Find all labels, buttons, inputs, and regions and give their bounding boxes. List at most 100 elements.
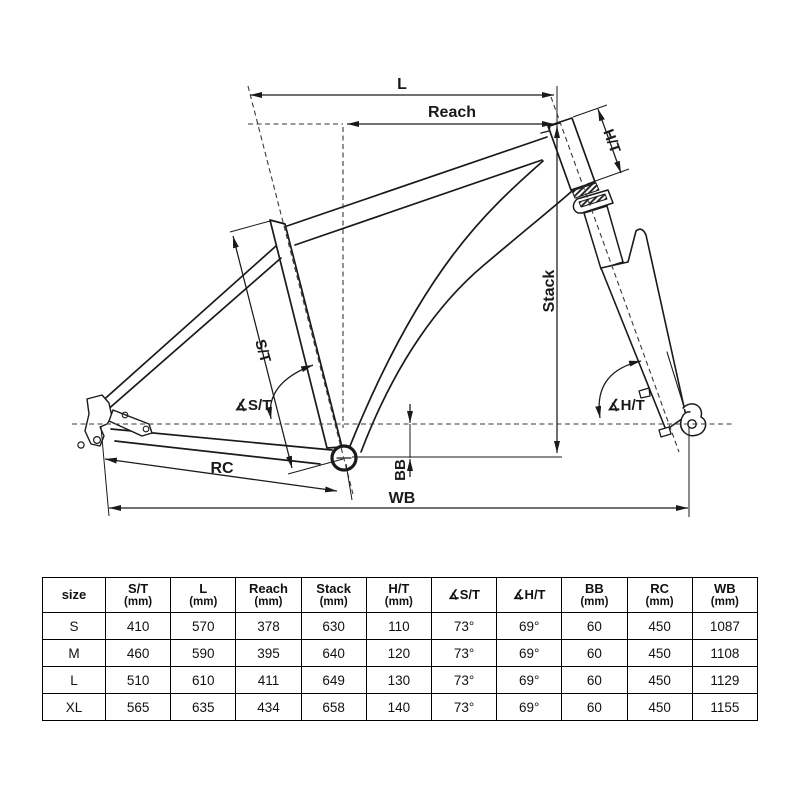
cell-2-9: 450 [626,666,693,694]
label-bb: BB [392,459,409,481]
col-header-3: Reach(mm) [235,577,302,613]
cell-1-8: 60 [561,639,628,667]
rc-ext-bb [345,463,353,501]
cell-0-3: 378 [235,612,302,640]
steering-axis [550,96,680,453]
label-l: L [397,76,407,93]
arc-seat-angle [266,364,314,420]
cell-3-1: 565 [104,693,172,721]
seat-stay-upper [98,245,277,405]
seat-stay-lower [104,257,282,413]
col-header-2: L(mm) [170,577,237,613]
cell-0-6: 73° [430,612,498,640]
construction-lines [72,85,732,495]
cell-3-3: 434 [235,693,302,721]
col-header-7: ∡H/T [496,577,563,613]
cell-2-1: 510 [104,666,172,694]
bike-geometry-diagram: L Reach H/T Stack S/T ∡S/T ∡H/T BB RC WB [72,76,732,517]
cell-0-2: 570 [170,612,237,640]
arc-head-angle [595,360,642,419]
label-wb: WB [389,490,416,507]
down-tube-upper [349,160,544,447]
cell-0-10: 1087 [691,612,759,640]
headset-top-cap [540,122,561,134]
brake-tab-upper [638,387,651,399]
col-header-8: BB(mm) [561,577,628,613]
col-header-6: ∡S/T [430,577,498,613]
cell-1-5: 120 [365,639,432,667]
cell-1-6: 73° [430,639,498,667]
cell-1-9: 450 [626,639,693,667]
label-ht: H/T [599,127,623,156]
fork-lowers [600,228,687,431]
seat-tube-axis [247,85,354,495]
cell-0-5: 110 [365,612,432,640]
cell-0-9: 450 [626,612,693,640]
derailleur-hanger-hole [92,436,101,445]
cell-3-4: 658 [300,693,367,721]
crown-race [578,193,608,208]
ht-ext-top [572,104,608,118]
cell-0-1: 410 [104,612,172,640]
brake-bolt-2 [142,425,150,433]
cell-2-8: 60 [561,666,628,694]
cell-0-8: 60 [561,612,628,640]
axle-nut [77,441,85,449]
cell-3-10: 1155 [691,693,759,721]
label-rc: RC [210,460,234,477]
cell-3-2: 635 [170,693,237,721]
cell-2-0: L [42,666,106,694]
dim-rc [104,457,338,493]
dimension-lines [100,86,690,517]
col-header-1: S/T(mm) [104,577,172,613]
cell-0-4: 630 [300,612,367,640]
col-header-5: H/T(mm) [365,577,432,613]
cell-2-3: 411 [235,666,302,694]
cell-0-0: S [42,612,106,640]
cell-2-7: 69° [496,666,563,694]
cell-1-3: 395 [235,639,302,667]
brake-tab-lower [658,426,672,438]
cell-1-2: 590 [170,639,237,667]
col-header-9: RC(mm) [626,577,693,613]
cell-3-0: XL [42,693,106,721]
cell-3-8: 60 [561,693,628,721]
cell-2-5: 130 [365,666,432,694]
dim-ht [597,108,622,174]
cell-1-7: 69° [496,639,563,667]
rc-ext-rear [100,426,110,517]
top-tube-upper [286,136,548,227]
seat-tube [269,219,343,449]
cell-3-6: 73° [430,693,498,721]
brake-mount-plate [108,409,153,437]
ht-ext-bottom [586,168,630,185]
cell-1-1: 460 [104,639,172,667]
label-reach: Reach [428,104,476,121]
cell-3-9: 450 [626,693,693,721]
fork-drawing [571,182,707,438]
down-tube-lower [360,190,573,453]
label-stack: Stack [541,270,558,313]
dim-st [232,235,293,469]
cell-3-5: 140 [365,693,432,721]
label-seat-angle: ∡S/T [235,397,272,414]
rear-dropout [84,394,113,447]
cell-2-4: 649 [300,666,367,694]
st-ext-top [229,220,271,233]
cell-2-10: 1129 [691,666,759,694]
cell-3-7: 69° [496,693,563,721]
cell-2-2: 610 [170,666,237,694]
frame-drawing [77,117,596,472]
dimension-labels: L Reach H/T Stack S/T ∡S/T ∡H/T BB RC WB [210,76,644,507]
top-tube-lower [294,159,543,246]
label-st: S/T [251,338,274,365]
col-header-10: WB(mm) [691,577,759,613]
cell-0-7: 69° [496,612,563,640]
